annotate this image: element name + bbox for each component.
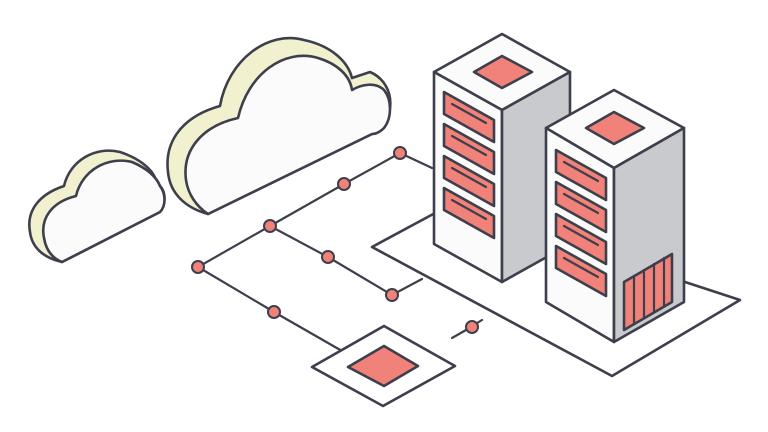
network-node xyxy=(263,219,277,233)
server-top-panel xyxy=(472,54,534,90)
server-top-panel xyxy=(584,110,646,146)
front-server xyxy=(544,88,686,344)
drive-bays xyxy=(554,148,608,298)
small-cloud xyxy=(28,149,166,264)
large-cloud xyxy=(166,36,392,216)
network-node xyxy=(385,288,399,302)
network-node xyxy=(337,177,351,191)
network-node xyxy=(465,320,479,334)
network-node xyxy=(267,305,281,319)
network-node xyxy=(321,250,335,264)
network-node xyxy=(393,146,407,160)
vent-grille xyxy=(622,252,674,332)
chip-icon xyxy=(310,324,457,408)
drive-bays xyxy=(442,90,496,240)
network-node xyxy=(191,260,205,274)
network-nodes xyxy=(191,146,479,334)
